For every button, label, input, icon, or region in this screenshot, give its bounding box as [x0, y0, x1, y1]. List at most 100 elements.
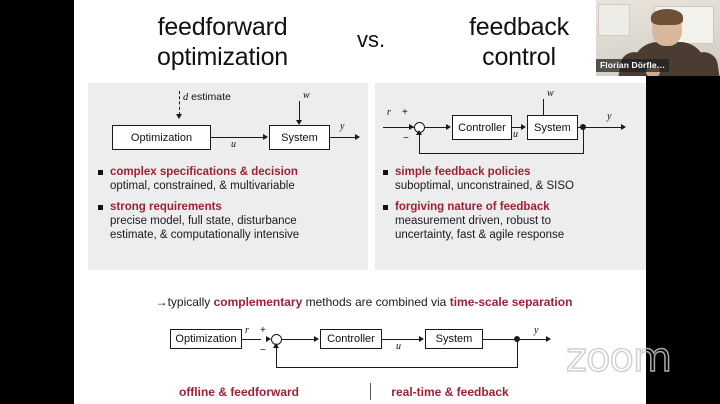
estimate-word: estimate — [191, 91, 231, 103]
y-arrow-icon — [355, 133, 360, 140]
disturbance-arrow-icon — [175, 114, 182, 119]
block-controller: Controller — [320, 329, 382, 349]
bullet-square-icon — [98, 205, 103, 210]
bullet-heading: forgiving nature of feedback — [395, 201, 550, 213]
controller-input-arrow-icon — [314, 335, 319, 342]
signal-y-label: y — [607, 111, 612, 122]
bullet-subtext: measurement driven, robust to — [395, 215, 551, 227]
bullet-item: simple feedback policies suboptimal, unc… — [383, 165, 645, 193]
bullet-subtext: optimal, constrained, & multivariable — [110, 180, 295, 192]
signal-u-label: u — [231, 139, 236, 150]
sum-plus-sign: + — [260, 325, 266, 336]
feedback-line-down — [517, 339, 518, 367]
bullet-square-icon — [383, 170, 388, 175]
bullet-square-icon — [98, 170, 103, 175]
r-to-sum-arrow-icon — [409, 123, 414, 130]
r-line — [383, 127, 414, 128]
y-arrow-icon — [621, 123, 626, 130]
slide-title-left: feedforward optimization — [100, 12, 345, 72]
right-panel: w r + − Controller System — [375, 83, 646, 270]
zoom-watermark: zoom — [565, 335, 672, 381]
bullet-heading: strong requirements — [110, 201, 222, 213]
block-system: System — [425, 329, 483, 349]
feedback-line-back — [419, 153, 584, 154]
poster-object — [598, 4, 630, 36]
bullet-heading: complex specifications & decision — [110, 166, 298, 178]
sum-minus-sign: − — [260, 345, 266, 356]
controller-input-arrow-icon — [446, 123, 451, 130]
y-arrow-icon — [546, 335, 551, 342]
u-line — [512, 127, 522, 128]
block-optimization: Optimization — [112, 125, 211, 150]
speaker-hair — [651, 9, 683, 25]
sum-to-controller-line — [425, 127, 447, 128]
block-optimization-label: Optimization — [175, 333, 237, 345]
block-optimization: Optimization — [170, 329, 242, 349]
block-system-label: System — [435, 333, 473, 345]
signal-r-label: r — [387, 107, 391, 118]
block-controller-label: Controller — [327, 333, 375, 345]
note-part2: methods are combined via — [302, 295, 450, 309]
note-emphasis-timescale: time-scale separation — [449, 295, 573, 309]
bullet-item: forgiving nature of feedback measurement… — [383, 200, 645, 242]
slide-title-versus: vs. — [356, 27, 386, 52]
w-arrow-icon — [295, 120, 302, 125]
signal-w-label: w — [547, 88, 554, 99]
note-arrow-icon: → — [155, 295, 168, 309]
system-output-line — [578, 127, 622, 128]
bullet-item: complex specifications & decision optima… — [98, 165, 364, 193]
u-line — [211, 137, 264, 138]
sum-minus-sign: − — [403, 133, 409, 144]
bullet-subtext: precise model, full state, disturbance — [110, 215, 297, 227]
title-left-line2: optimization — [157, 43, 288, 71]
feedback-arrow-icon — [415, 130, 422, 135]
disturbance-estimate-label: d estimate — [183, 91, 231, 103]
signal-d: d — [183, 92, 189, 103]
block-controller: Controller — [452, 115, 512, 140]
feedback-arrow-icon — [272, 343, 279, 348]
note-part1: typically — [167, 295, 214, 309]
right-panel-bullets: simple feedback policies suboptimal, unc… — [383, 165, 645, 244]
title-right-line1: feedback — [469, 13, 569, 41]
participant-video-tile[interactable]: Florian Dörfle… — [596, 0, 720, 76]
title-right-line2: control — [482, 43, 556, 71]
caption-offline-feedforward: offline & feedforward — [178, 385, 299, 399]
sum-to-controller-line — [282, 339, 315, 340]
u-arrow-icon — [263, 133, 268, 140]
feedback-line-up — [419, 133, 420, 153]
bullet-square-icon — [383, 205, 388, 210]
caption-divider — [370, 383, 371, 400]
w-line — [543, 99, 544, 119]
signal-y-label: y — [534, 325, 539, 336]
bullet-subtext: estimate, & computationally intensive — [110, 229, 300, 241]
block-system: System — [269, 125, 330, 150]
u-arrow-icon — [521, 123, 526, 130]
optimization-to-sum-line — [242, 339, 261, 340]
bullet-heading: simple feedback policies — [395, 166, 531, 178]
block-optimization-label: Optimization — [130, 131, 193, 144]
u-arrow-icon — [419, 335, 424, 342]
feedback-line-back — [276, 367, 518, 368]
block-system: System — [527, 115, 578, 140]
bullet-subtext: uncertainty, fast & agile response — [395, 229, 565, 241]
title-left-line1: feedforward — [157, 13, 288, 41]
feedback-line-up — [276, 346, 277, 367]
block-controller-label: Controller — [458, 121, 506, 134]
signal-u-label: u — [513, 129, 518, 140]
shared-slide: feedforward optimization vs. feedback co… — [74, 0, 646, 404]
note-emphasis-complementary: complementary — [213, 295, 303, 309]
r-to-sum-arrow-icon — [266, 335, 271, 342]
block-system-label: System — [534, 121, 571, 134]
signal-r-label: r — [245, 325, 249, 336]
left-panel: d estimate w Optimization System — [88, 83, 368, 270]
disturbance-dashed-line — [179, 91, 180, 115]
y-line — [330, 137, 356, 138]
w-line — [299, 101, 300, 121]
signal-w-label: w — [303, 90, 310, 101]
signal-y-label: y — [340, 121, 345, 132]
feedback-line-down — [583, 127, 584, 153]
block-system-label: System — [281, 131, 318, 144]
bullet-subtext: suboptimal, unconstrained, & SISO — [395, 180, 574, 192]
caption-realtime-feedback: real-time & feedback — [391, 385, 509, 399]
